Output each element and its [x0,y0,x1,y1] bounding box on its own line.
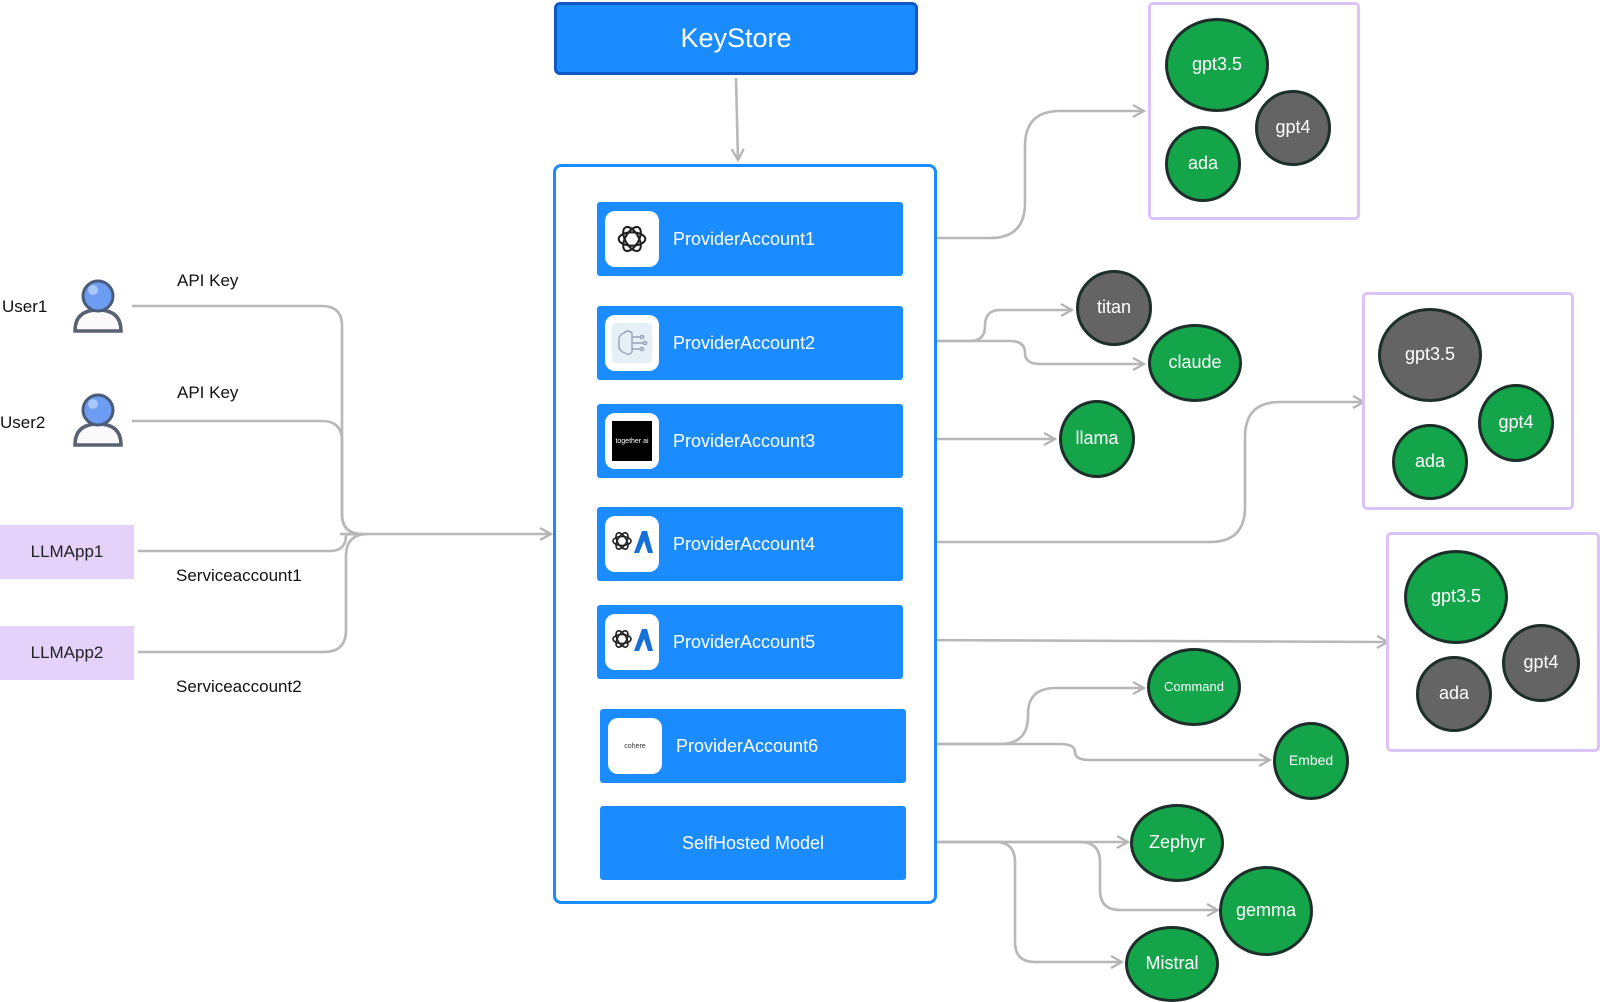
llmapp1-connector [138,532,363,553]
model-ada[interactable]: ada [1416,656,1492,732]
llmapp2-edge-label: Serviceaccount2 [176,677,302,696]
model-label: ada [1187,153,1219,174]
account6-embed-connector [908,742,1270,760]
model-label: ada [1414,451,1446,472]
selfhosted-gemma-connector [908,840,1218,910]
user2-label: User2 [0,413,46,432]
azure-openai-logo-icon [605,516,659,572]
account4-connector [906,402,1364,544]
llmapp2-box[interactable]: LLMApp2 [0,626,134,680]
provider-account-6[interactable]: cohere ProviderAccount6 [600,709,906,783]
together-ai-logo-text: together ai [612,421,652,461]
provider-account-2[interactable]: ProviderAccount2 [597,306,903,380]
user2-connector [132,419,363,536]
together-ai-logo-icon: together ai [605,413,659,469]
provider-account-2-label: ProviderAccount2 [673,332,816,353]
selfhosted-mistral-connector [908,840,1122,962]
keystore-vault-arrow [736,77,738,160]
keystore-label: KeyStore [680,23,792,53]
llmapp1-edge-label: Serviceaccount1 [176,566,302,585]
model-label: llama [1075,428,1119,449]
model-label: Mistral [1145,953,1199,974]
model-gpt3-5[interactable]: gpt3.5 [1378,308,1482,402]
model-gpt3-5[interactable]: gpt3.5 [1404,550,1508,644]
model-label: Command [1164,678,1224,694]
self-hosted-model-label: SelfHosted Model [681,832,825,853]
llmapp1-label: LLMApp1 [30,542,104,561]
keystore-box[interactable]: KeyStore [554,2,918,75]
account2-claude-connector [906,339,1144,364]
provider-accounts-container: ProviderAccount1 ProviderAccount2 togeth… [553,164,937,904]
model-label: ada [1438,683,1470,704]
model-label: claude [1168,352,1222,373]
model-label: gpt4 [1523,652,1559,673]
user2-edge-label: API Key [177,383,239,402]
provider-account-4-label: ProviderAccount4 [673,533,816,554]
brain-circuit-icon [605,315,659,371]
model-zephyr[interactable]: Zephyr [1130,804,1224,882]
model-ada[interactable]: ada [1392,424,1468,500]
provider-account-5-label: ProviderAccount5 [673,631,816,652]
model-gpt4[interactable]: gpt4 [1255,90,1331,166]
model-gemma[interactable]: gemma [1219,866,1313,956]
azure-openai-logo-icon [605,614,659,670]
provider-account-6-label: ProviderAccount6 [676,735,819,756]
model-label: Zephyr [1148,832,1206,853]
llmapp2-label: LLMApp2 [30,643,104,662]
model-gpt4[interactable]: gpt4 [1478,384,1554,462]
llmapp1-box[interactable]: LLMApp1 [0,525,134,579]
model-label: gpt4 [1498,412,1534,433]
model-label: gpt3.5 [1191,54,1243,75]
account5-connector [905,640,1388,642]
provider-account-3-label: ProviderAccount3 [673,430,816,451]
model-llama[interactable]: llama [1059,400,1135,478]
llmapp2-connector [138,532,369,654]
model-command[interactable]: Command [1147,648,1241,726]
model-label: gpt4 [1275,117,1311,138]
account6-command-connector [908,688,1144,746]
provider-account-1-label: ProviderAccount1 [673,228,816,249]
model-mistral[interactable]: Mistral [1125,926,1219,1002]
model-embed[interactable]: Embed [1273,722,1349,800]
self-hosted-model[interactable]: SelfHosted Model [600,806,906,880]
model-titan[interactable]: titan [1076,270,1152,346]
model-label: Embed [1288,752,1334,769]
model-label: gemma [1235,900,1297,921]
cohere-logo-icon: cohere [608,718,662,774]
account1-connector [906,111,1144,240]
model-claude[interactable]: claude [1148,324,1242,402]
user1-edge-label: API Key [177,271,239,290]
model-label: titan [1096,297,1132,318]
model-gpt4[interactable]: gpt4 [1502,624,1580,702]
model-ada[interactable]: ada [1165,126,1241,202]
openai-logo-icon [605,211,659,267]
user2-icon [73,393,123,447]
model-label: gpt3.5 [1430,586,1482,607]
provider-account-4[interactable]: ProviderAccount4 [597,507,903,581]
provider-account-5[interactable]: ProviderAccount5 [597,605,903,679]
cohere-logo-text: cohere [624,742,646,750]
provider-account-3[interactable]: together ai ProviderAccount3 [597,404,903,478]
model-label: gpt3.5 [1404,344,1456,365]
provider-account-1[interactable]: ProviderAccount1 [597,202,903,276]
user1-icon [73,279,123,333]
model-gpt3-5[interactable]: gpt3.5 [1165,18,1269,112]
user1-label: User1 [2,297,48,316]
